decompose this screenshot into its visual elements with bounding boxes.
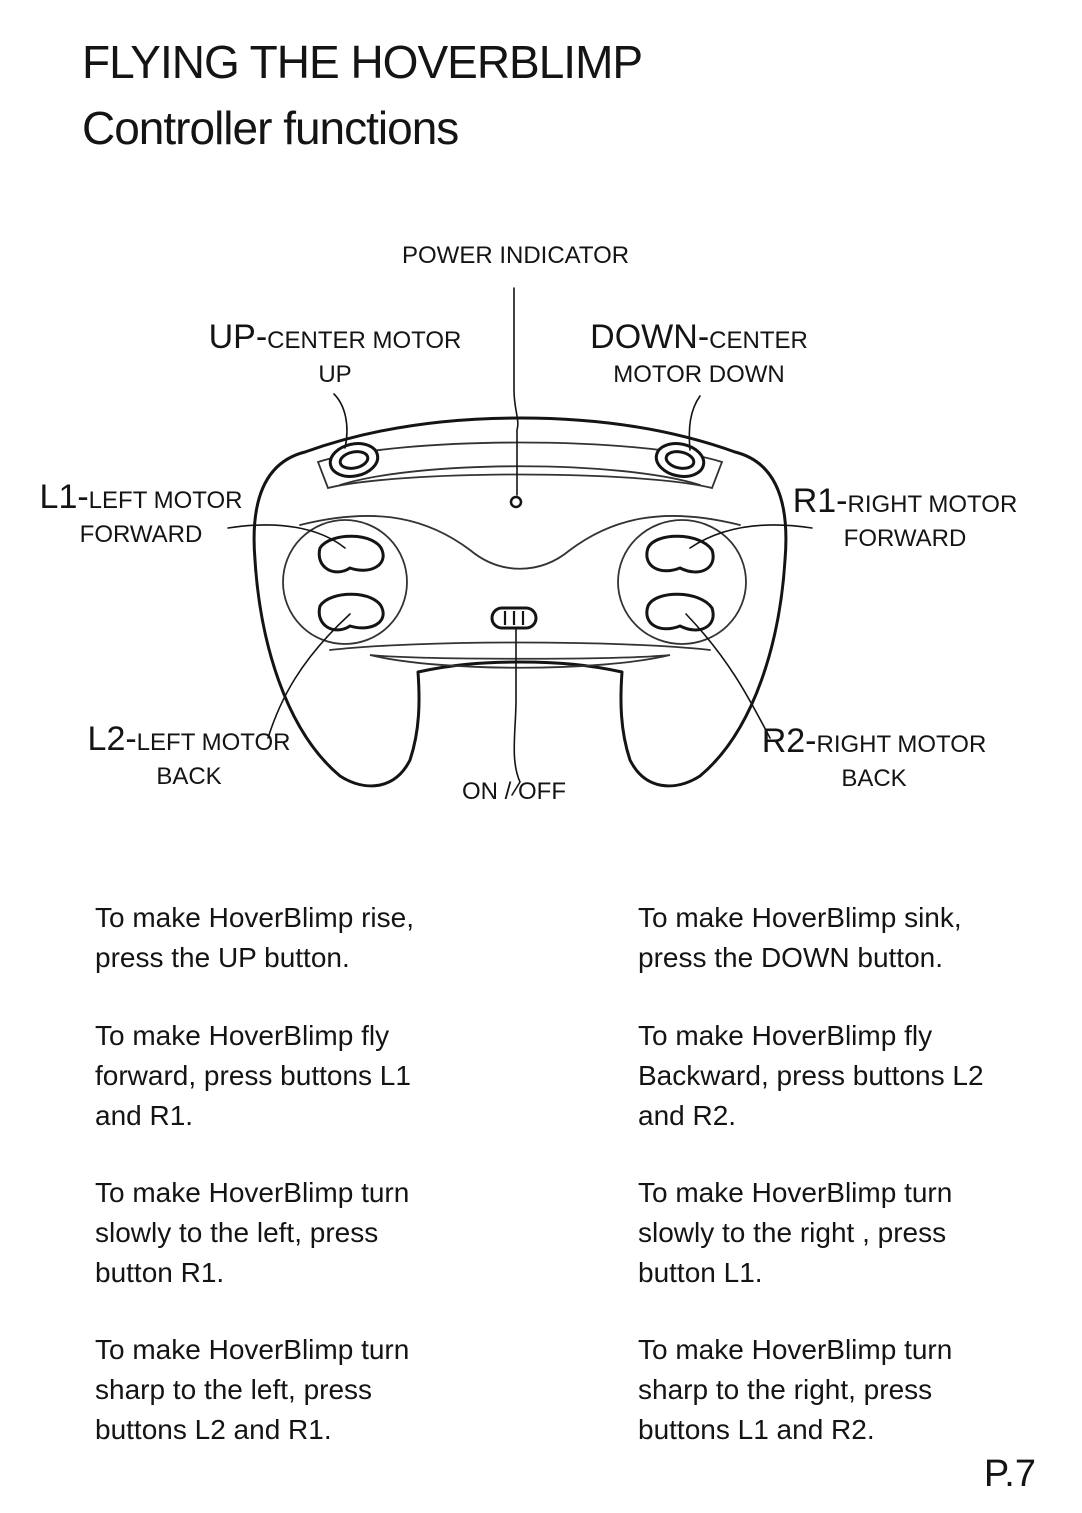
up-button <box>328 442 380 478</box>
instruction-slow-right: To make HoverBlimp turn slowly to the ri… <box>638 1177 953 1288</box>
on-off-leader <box>511 627 521 796</box>
instruction-forward: To make HoverBlimp fly forward, press bu… <box>95 1020 411 1131</box>
l2-leader <box>267 613 351 739</box>
instruction-backward: To make HoverBlimp fly Backward, press b… <box>638 1020 984 1131</box>
page-number: P.7 <box>983 1453 1036 1495</box>
bottom-grip <box>369 654 671 669</box>
power-indicator-label: POWER INDICATOR <box>402 242 630 269</box>
page-subtitle: Controller functions <box>82 102 459 154</box>
instruction-sharp-left: To make HoverBlimp turn sharp to the lef… <box>95 1334 410 1445</box>
controller-body <box>252 416 788 788</box>
instruction-slow-left: To make HoverBlimp turn slowly to the le… <box>95 1177 410 1288</box>
power-leader <box>513 287 519 496</box>
l2-label: L2-LEFT MOTOR BACK <box>87 720 291 790</box>
l2-button <box>317 592 385 632</box>
r1-label: R1-RIGHT MOTOR FORWARD <box>792 482 1018 552</box>
shoulder-band <box>316 441 724 490</box>
left-button-pad <box>282 519 408 645</box>
down-leader <box>688 395 701 451</box>
instruction-sink: To make HoverBlimp sink, press the DOWN … <box>638 902 962 973</box>
controller-diagram <box>227 287 813 796</box>
r1-leader <box>689 524 813 549</box>
r2-button <box>645 592 715 632</box>
instruction-sharp-right: To make HoverBlimp turn sharp to the rig… <box>638 1334 953 1445</box>
l1-leader <box>227 524 346 549</box>
on-off-label: ON / OFF <box>462 778 566 805</box>
lower-contour <box>329 641 711 651</box>
up-label: UP-CENTER MOTOR UP <box>208 318 462 388</box>
power-indicator-led <box>509 495 523 509</box>
r2-leader <box>685 613 771 739</box>
page-title: FLYING THE HOVERBLIMP <box>82 36 643 88</box>
l1-label: L1-LEFT MOTOR FORWARD <box>39 478 243 548</box>
r1-button <box>645 534 715 574</box>
face-contour <box>299 515 741 570</box>
right-button-pad <box>617 519 747 645</box>
l1-button <box>317 534 385 574</box>
down-label: DOWN-CENTER MOTOR DOWN <box>590 318 808 388</box>
instruction-rise: To make HoverBlimp rise, press the UP bu… <box>95 902 414 973</box>
up-leader <box>333 393 348 449</box>
r2-label: R2-RIGHT MOTOR BACK <box>761 722 987 792</box>
shoulder-inner <box>339 465 701 486</box>
down-button <box>654 442 706 478</box>
